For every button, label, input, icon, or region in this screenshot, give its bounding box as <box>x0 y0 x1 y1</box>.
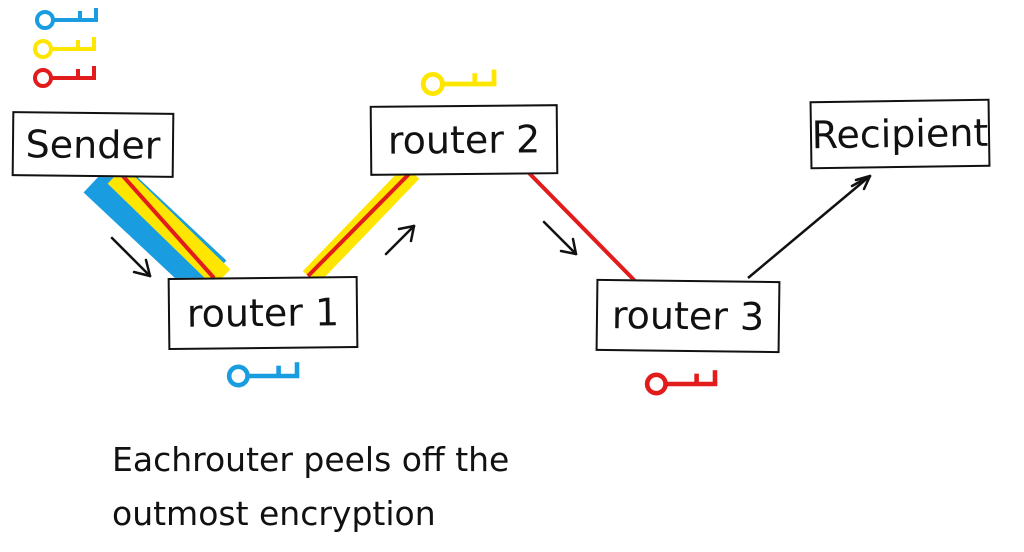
node-router3: router 3 <box>595 278 781 354</box>
node-router1: router 1 <box>167 276 359 350</box>
arrow-icon <box>850 174 872 191</box>
red-key-icon <box>647 370 717 393</box>
node-label: Sender <box>25 121 161 168</box>
arrow-icon <box>384 224 416 256</box>
link-router1-router2 <box>302 165 420 285</box>
node-router2: router 2 <box>369 104 559 176</box>
blue-key-icon <box>229 362 299 385</box>
link-sender-router1 <box>83 157 231 296</box>
link-router2-router3 <box>526 170 638 284</box>
yellow-key-icon <box>423 70 496 94</box>
link-router3-recipient <box>747 175 871 279</box>
node-label: router 2 <box>387 117 541 163</box>
yellow-key-icon <box>33 35 98 59</box>
node-label: Recipient <box>811 110 989 158</box>
node-sender: Sender <box>11 111 175 178</box>
node-recipient: Recipient <box>809 98 991 170</box>
layer-red <box>306 171 412 278</box>
caption-line-1: Eachrouter peels off the <box>112 440 510 479</box>
red-key-icon <box>33 64 98 88</box>
arrow-icon <box>110 236 152 278</box>
node-label: router 1 <box>186 290 340 336</box>
node-label: router 3 <box>611 293 765 339</box>
arrow-icon <box>542 220 578 256</box>
caption-line-2: outmost encryption <box>112 494 436 533</box>
layer-red <box>120 173 216 280</box>
blue-key-icon <box>35 6 100 30</box>
